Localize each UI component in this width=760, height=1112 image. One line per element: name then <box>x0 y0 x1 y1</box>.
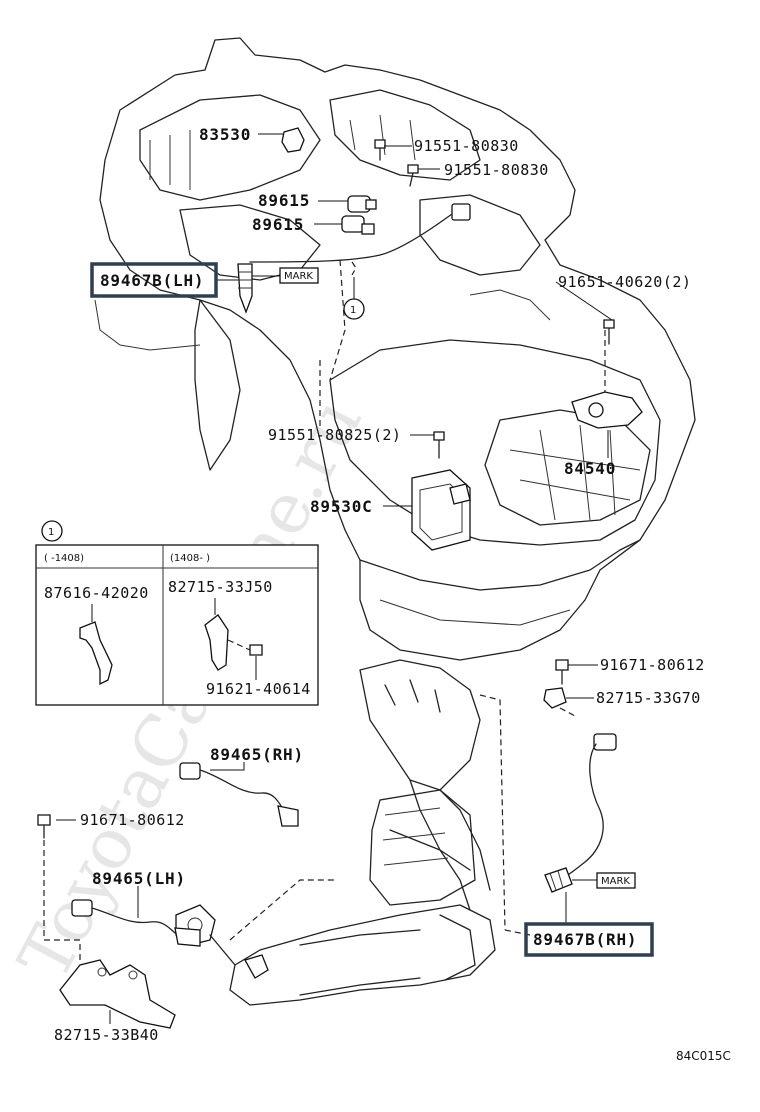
label-91551-80825[interactable]: 91551-80825(2) <box>268 426 401 444</box>
bolt-91651-40620[interactable] <box>603 319 615 345</box>
label-91651-40620[interactable]: 91651-40620(2) <box>558 273 691 291</box>
bracket-82715-33g70[interactable] <box>543 687 576 717</box>
bolt-91671-80612-left[interactable] <box>37 814 81 960</box>
oxygen-sensor-rh[interactable] <box>544 733 617 893</box>
bolt-91671-80612-right[interactable] <box>555 659 569 685</box>
mark-tag-bottom: MARK <box>572 872 636 889</box>
label-89465-lh[interactable]: 89465(LH) <box>92 869 186 888</box>
label-91671-80612-left[interactable]: 91671-80612 <box>80 811 185 829</box>
diagram-code: 84C015C <box>676 1049 731 1063</box>
svg-text:MARK: MARK <box>284 271 313 282</box>
leader-lines <box>56 133 613 1024</box>
bolt-91551-80830-a[interactable] <box>374 139 386 161</box>
exhaust-manifold-assembly <box>175 659 531 1006</box>
highlight-89467b-rh[interactable]: 89467B(RH) <box>524 922 654 957</box>
svg-text:82715-33J50: 82715-33J50 <box>168 578 273 596</box>
label-83530[interactable]: 83530 <box>199 125 251 144</box>
air-fuel-sensor-rh[interactable] <box>179 762 299 827</box>
bolt-91551-80830-b[interactable] <box>407 164 419 187</box>
knock-sensor-lower[interactable] <box>341 215 375 235</box>
oxygen-sensor-lh-top[interactable] <box>237 263 253 314</box>
ecu-module-part[interactable] <box>411 469 471 551</box>
inset-table: 1 ( -1408) (1408- ) 87616-42020 82715-33… <box>35 520 319 706</box>
svg-text:91621-40614: 91621-40614 <box>206 680 311 698</box>
svg-text:89467B(RH): 89467B(RH) <box>533 930 637 949</box>
svg-text:89467B(LH): 89467B(LH) <box>100 271 204 290</box>
label-89615-lower[interactable]: 89615 <box>252 215 304 234</box>
bolt-91551-80825[interactable] <box>433 431 445 459</box>
label-91551-80830-b[interactable]: 91551-80830 <box>444 161 549 179</box>
bracket-82715-33b40[interactable] <box>59 959 176 1029</box>
mark-tag-top: MARK <box>252 267 319 284</box>
knock-sensor-upper[interactable] <box>347 195 377 213</box>
svg-text:1: 1 <box>350 305 356 316</box>
svg-text:( -1408): ( -1408) <box>44 553 84 564</box>
svg-text:MARK: MARK <box>601 876 630 887</box>
knock-sensor-connector[interactable] <box>249 203 471 263</box>
svg-text:1: 1 <box>48 527 54 538</box>
label-82715-33b40[interactable]: 82715-33B40 <box>54 1026 159 1044</box>
label-89615-upper[interactable]: 89615 <box>258 191 310 210</box>
callout-circle-1: 1 <box>343 261 365 320</box>
svg-text:87616-42020: 87616-42020 <box>44 584 149 602</box>
neutral-start-switch-part[interactable] <box>571 391 643 429</box>
label-89465-rh[interactable]: 89465(RH) <box>210 745 304 764</box>
label-91551-80830-a[interactable]: 91551-80830 <box>414 137 519 155</box>
label-84540[interactable]: 84540 <box>564 459 616 478</box>
oil-pressure-switch-part[interactable] <box>281 127 305 153</box>
label-91671-80612-right[interactable]: 91671-80612 <box>600 656 705 674</box>
svg-text:(1408- ): (1408- ) <box>170 553 210 564</box>
label-89530c[interactable]: 89530C <box>310 497 373 516</box>
highlight-89467b-lh[interactable]: 89467B(LH) <box>90 262 218 298</box>
air-fuel-sensor-lh[interactable] <box>71 899 201 947</box>
label-82715-33g70[interactable]: 82715-33G70 <box>596 689 701 707</box>
